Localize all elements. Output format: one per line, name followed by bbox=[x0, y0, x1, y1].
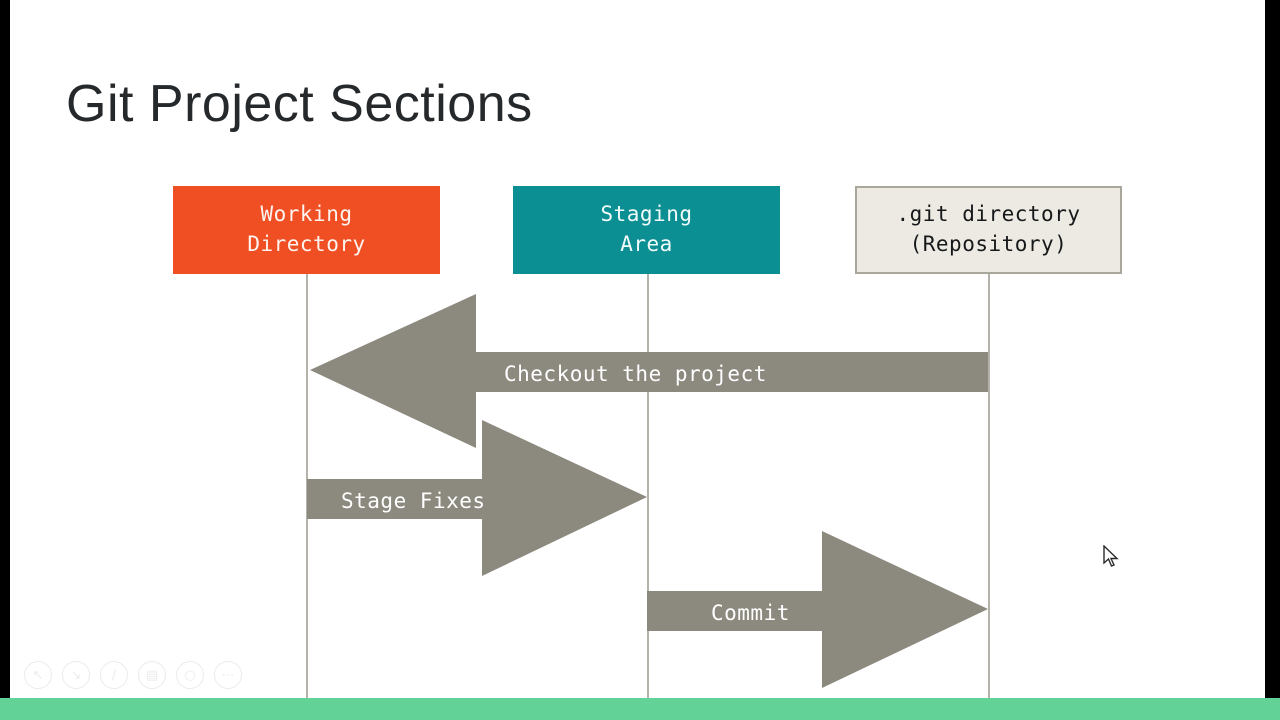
page-title: Git Project Sections bbox=[66, 75, 533, 133]
video-progress-track[interactable] bbox=[0, 698, 1280, 720]
eraser-icon[interactable]: ▤ bbox=[138, 661, 166, 689]
pen-icon[interactable]: ∕ bbox=[100, 661, 128, 689]
stage-fixes-arrow-shape bbox=[307, 420, 647, 576]
lifeline-staging-area bbox=[647, 274, 649, 705]
more-options-icon[interactable]: ⋯ bbox=[214, 661, 242, 689]
slide-canvas: Git Project Sections Checkout the projec… bbox=[10, 0, 1265, 705]
zoom-icon[interactable]: ○ bbox=[176, 661, 204, 689]
video-annotation-toolbar[interactable]: ↖ ↘ ∕ ▤ ○ ⋯ bbox=[24, 661, 242, 689]
node-staging-area: Staging Area bbox=[513, 186, 780, 274]
commit-arrow-shape bbox=[647, 531, 988, 688]
git-project-sections-diagram: Checkout the project Stage Fixes Commit … bbox=[10, 0, 1265, 705]
lifeline-git-directory bbox=[988, 274, 990, 705]
checkout-arrow-shape bbox=[310, 294, 988, 448]
node-git-directory: .git directory (Repository) bbox=[855, 186, 1122, 274]
node-working-directory: Working Directory bbox=[173, 186, 440, 274]
arrows-layer bbox=[307, 294, 988, 688]
video-progress-fill[interactable] bbox=[0, 698, 1280, 720]
laser-pointer-icon[interactable]: ↘ bbox=[62, 661, 90, 689]
pointer-icon[interactable]: ↖ bbox=[24, 661, 52, 689]
